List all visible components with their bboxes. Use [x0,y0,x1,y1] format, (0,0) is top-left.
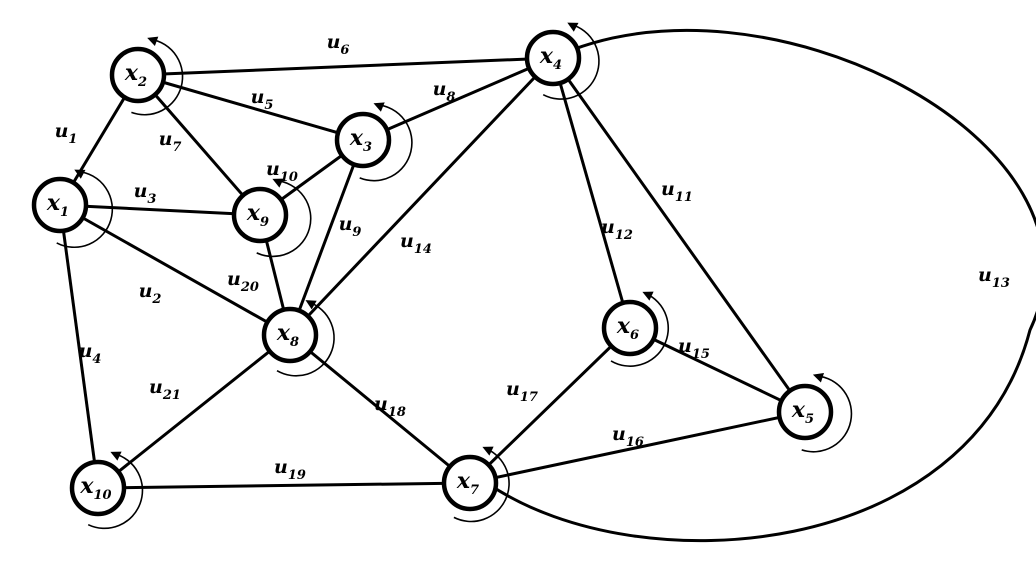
node-circle [441,454,499,512]
edge-label-u10: u10 [266,158,298,185]
edge-label-u13: u13 [978,264,1010,291]
arrowhead [642,291,654,301]
node-x5: x5 [776,383,834,441]
edge-label-u6: u6 [327,31,350,58]
edge-label-u2: u2 [139,280,162,307]
edge-u21 [97,333,291,490]
edge-u4 [58,204,100,489]
edge-u19 [97,481,471,490]
edge-u3 [59,203,261,217]
edge-label-u4: u4 [79,340,102,367]
arrowhead [812,373,824,383]
node-x7: x7 [441,454,499,512]
edge-label-u20: u20 [227,268,259,295]
edge-label-u19: u19 [274,456,306,483]
edge-u8 [362,56,554,142]
arrowhead [272,178,284,188]
node-label-x8: x8 [276,320,299,350]
edge-label-u12: u12 [601,216,633,243]
node-x2: x2 [109,46,167,104]
node-x3: x3 [334,111,392,169]
arrowhead [305,300,317,310]
node-label-x7: x7 [456,468,479,498]
self-loop-x3 [359,102,413,182]
edge-u11 [551,57,807,413]
self-loop-x2 [131,36,184,116]
node-x1: x1 [31,176,89,234]
arrowhead [74,169,86,179]
edge-label-u5: u5 [251,86,274,113]
arrowhead [373,102,385,112]
self-loop-x7 [453,446,510,523]
edge-u6 [137,56,554,77]
arrowhead [147,36,159,46]
edge-label-u15: u15 [678,335,710,362]
edge-u17 [468,326,632,485]
edge-u14 [288,56,555,337]
node-label-x9: x9 [246,200,269,230]
edge-u18 [289,333,471,485]
self-loop-x4 [542,22,600,100]
self-loop-x5 [801,373,853,453]
node-label-x1: x1 [46,190,69,220]
node-label-x10: x10 [79,473,111,503]
node-circle [334,111,392,169]
edge-u13 [489,28,1036,543]
node-circle [69,459,127,517]
arrowhead [567,22,579,32]
edge-label-u21: u21 [149,376,181,403]
node-label-x6: x6 [616,313,639,343]
edge-label-u17: u17 [506,378,538,405]
self-loop-x6 [610,291,669,367]
node-circle [261,306,319,364]
node-x10: x10 [69,459,127,517]
node-circle [231,186,289,244]
edge-label-u8: u8 [433,78,456,105]
node-circle [776,383,834,441]
node-circle [31,176,89,234]
edge-u7 [136,74,262,216]
edge-label-u16: u16 [612,423,644,450]
edge-label-u14: u14 [400,230,432,257]
edge-u9 [288,139,365,336]
edge-u12 [551,57,632,329]
arrowhead [482,446,494,456]
node-circle [601,299,659,357]
edge-label-u9: u9 [339,213,362,240]
edge-label-u11: u11 [661,178,693,205]
self-loop-x9 [256,178,312,258]
node-x9: x9 [231,186,289,244]
node-label-x4: x4 [539,43,562,73]
node-x4: x4 [524,29,582,87]
edge-label-u7: u7 [159,128,182,155]
edge-label-u3: u3 [134,180,157,207]
self-loop-x1 [56,169,114,249]
edge-u2 [59,203,291,337]
edge-u15 [629,326,806,414]
self-loop-x10 [87,451,144,530]
edge-label-u1: u1 [55,120,78,147]
node-label-x5: x5 [791,397,814,427]
node-circle [109,46,167,104]
node-x6: x6 [601,299,659,357]
self-loop-x8 [276,300,335,377]
node-label-x2: x2 [124,60,147,90]
edge-label-u18: u18 [374,393,406,420]
node-label-x3: x3 [349,125,372,155]
edge-u5 [137,73,364,142]
edge-u16 [469,410,806,485]
arrowhead [110,451,122,461]
node-circle [524,29,582,87]
node-x8: x8 [261,306,319,364]
